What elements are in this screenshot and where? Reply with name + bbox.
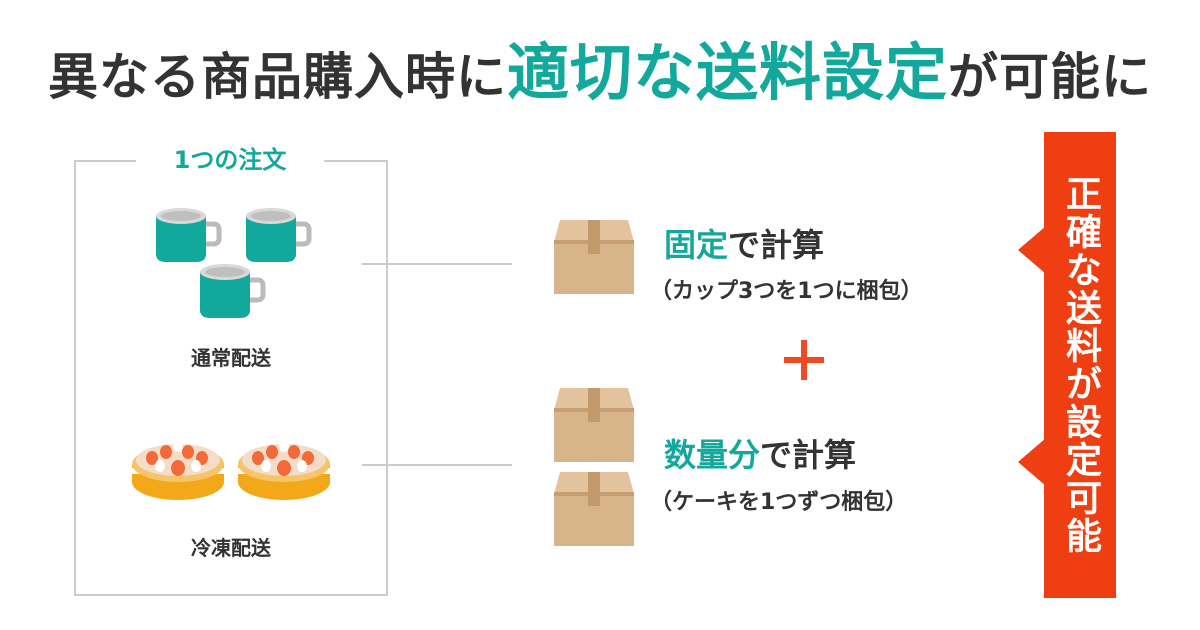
headline-post: が可能に (948, 48, 1152, 106)
cardboard-box-icon (554, 388, 634, 462)
accuracy-banner: 正確な送料が設定可能 (1044, 132, 1116, 598)
cardboard-box-icon (554, 220, 634, 294)
mug-icon (156, 208, 222, 262)
headline-pre: 異なる商品購入時に (47, 48, 507, 106)
cake-icon (132, 440, 224, 500)
quantity-calc-note: （ケーキを1つずつ梱包） (650, 490, 908, 515)
frozen-delivery-label: 冷凍配送 (191, 536, 271, 560)
fixed-calc-note: （カップ3つを1つに梱包） (650, 279, 923, 304)
connector-line (362, 464, 512, 466)
headline-highlight: 適切な送料設定 (506, 36, 948, 109)
arrow-pointer-icon (1018, 226, 1046, 274)
fixed-calc-accent: 固定 (664, 226, 729, 264)
cake-icon (238, 440, 330, 500)
headline: 異なる商品購入時に適切な送料設定が可能に (0, 22, 1200, 112)
quantity-calc-accent: 数量分 (664, 436, 761, 474)
regular-delivery-label: 通常配送 (191, 346, 271, 370)
mug-icon (246, 208, 312, 262)
cardboard-box-icon (554, 472, 634, 546)
mug-icon (200, 264, 266, 318)
arrow-pointer-icon (1018, 438, 1046, 486)
order-box (74, 160, 388, 596)
fixed-calc-title: 固定で計算 (664, 220, 824, 266)
order-title: 1つの注文 (136, 143, 324, 177)
connector-line (362, 263, 512, 265)
quantity-calc-rest: で計算 (760, 436, 857, 474)
plus-icon (780, 336, 828, 384)
fixed-calc-rest: で計算 (728, 226, 825, 264)
quantity-calc-title: 数量分で計算 (664, 430, 856, 476)
